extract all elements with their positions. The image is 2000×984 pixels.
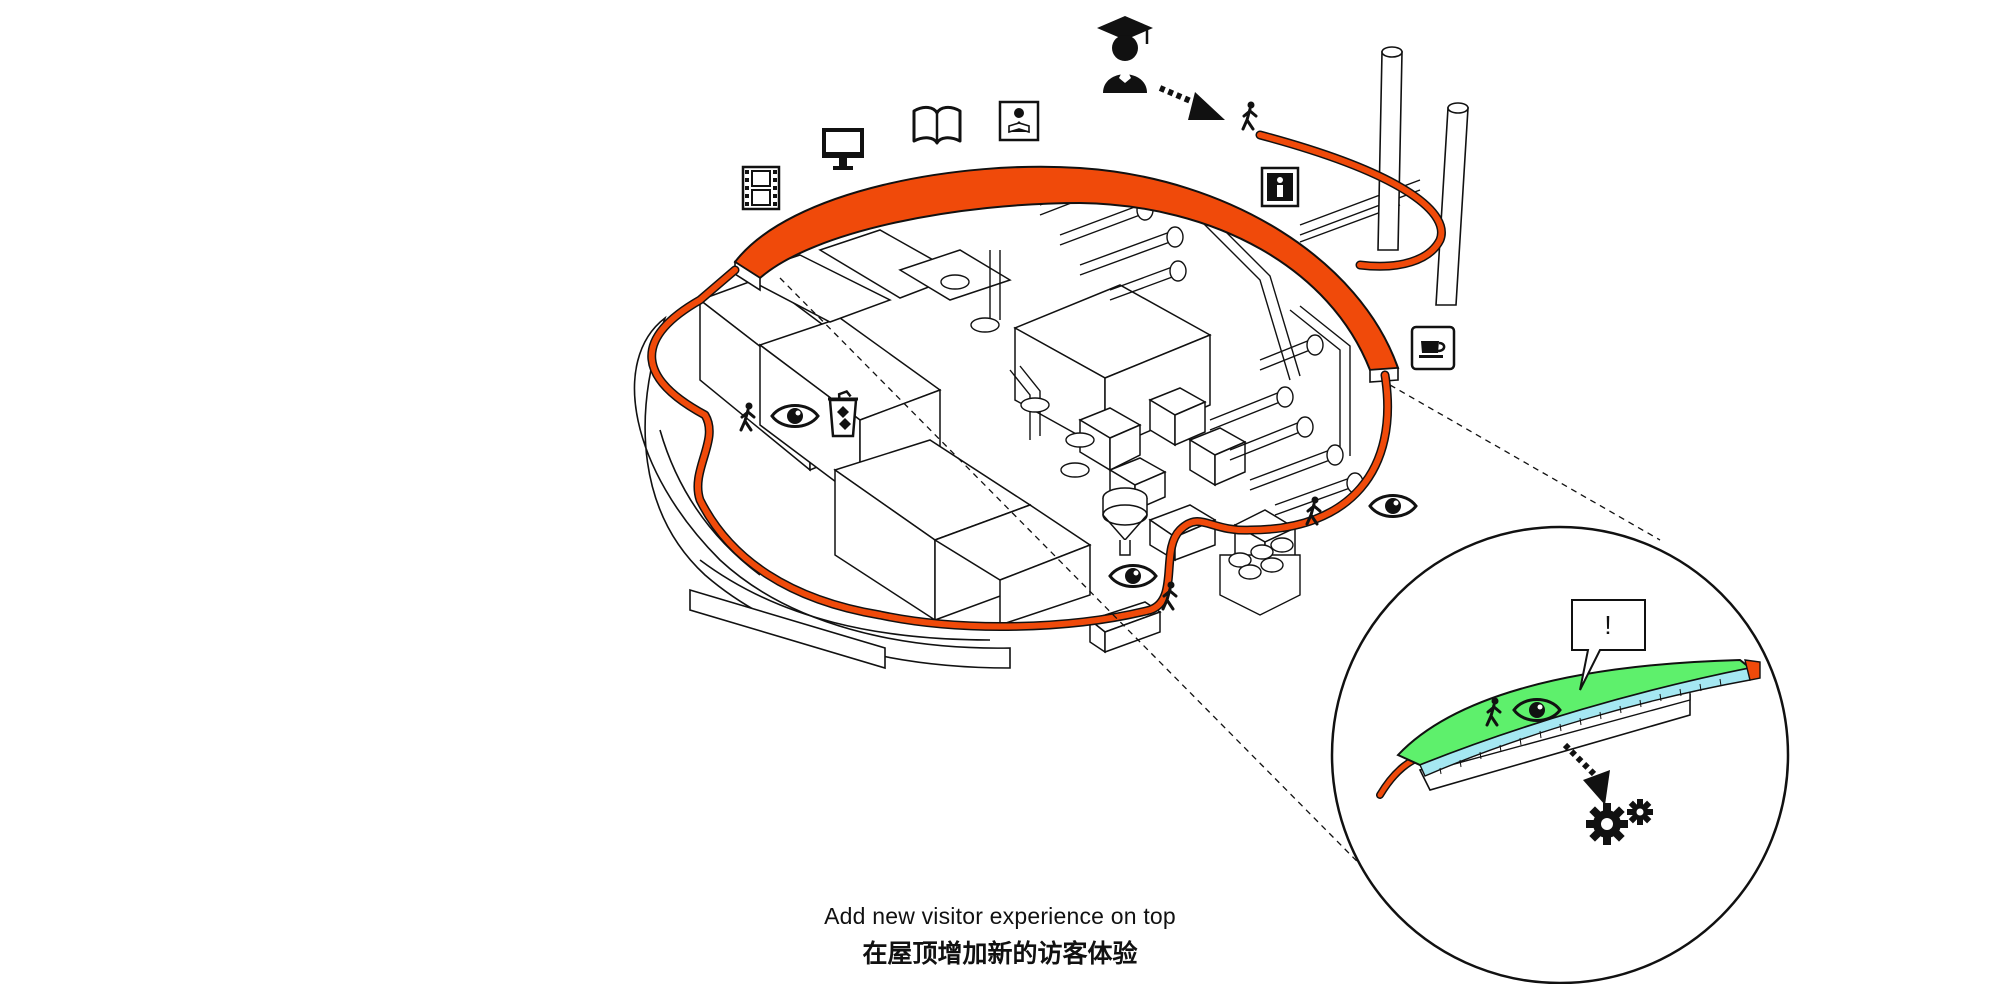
monitor-icon bbox=[822, 128, 864, 170]
speech-bubble-icon: ! bbox=[1571, 599, 1646, 691]
recycle-bin-icon bbox=[828, 389, 858, 438]
projection-lines bbox=[779, 277, 1661, 926]
open-book-icon bbox=[912, 105, 962, 145]
eye-icon bbox=[1108, 564, 1158, 588]
dotted-arrow-icon bbox=[1158, 85, 1225, 120]
caption-english: Add new visitor experience on top bbox=[824, 903, 1176, 929]
silo-hopper bbox=[1102, 487, 1148, 556]
storage-drums bbox=[1219, 537, 1301, 616]
eye-icon bbox=[1368, 494, 1418, 518]
gears-icon bbox=[1586, 799, 1653, 845]
visitor-route bbox=[647, 130, 1446, 631]
eye-icon bbox=[770, 404, 820, 428]
walking-person-icon bbox=[1485, 697, 1502, 727]
walking-person-icon bbox=[1161, 581, 1178, 611]
coffee-cup-icon bbox=[1410, 325, 1456, 371]
caption-chinese: 在屋顶增加新的访客体验 bbox=[862, 939, 1138, 968]
detail-callout: ! bbox=[1330, 525, 1790, 984]
chimneys bbox=[1377, 46, 1469, 306]
walking-person-icon bbox=[1305, 496, 1322, 526]
factory-buildings bbox=[698, 229, 1297, 654]
eye-icon bbox=[1512, 698, 1562, 722]
dotted-arrow-icon bbox=[1562, 742, 1610, 805]
info-icon bbox=[1260, 166, 1300, 208]
walking-person-icon bbox=[1241, 101, 1258, 131]
speech-bubble-text: ! bbox=[1604, 610, 1611, 640]
reading-person-icon bbox=[998, 100, 1040, 142]
graduate-icon bbox=[1097, 16, 1153, 93]
film-strip-icon bbox=[741, 165, 781, 211]
walking-person-icon bbox=[739, 402, 756, 432]
